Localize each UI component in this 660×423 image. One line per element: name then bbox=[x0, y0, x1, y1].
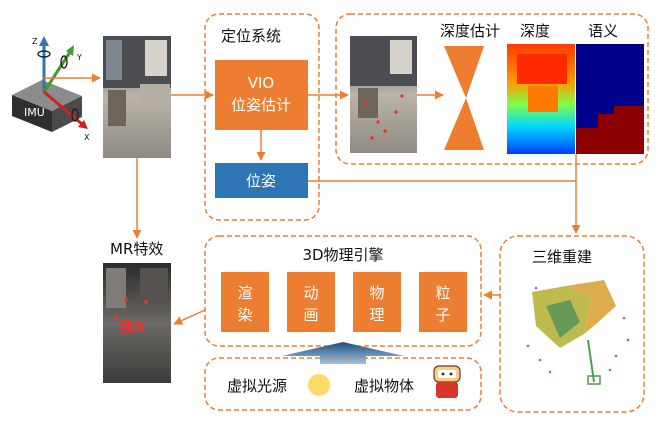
module-render: 渲 染 bbox=[221, 272, 269, 332]
mr-particle bbox=[144, 300, 148, 304]
x-axis-head bbox=[78, 120, 88, 129]
camera-frame bbox=[103, 36, 171, 158]
mr-effect-title: MR特效 bbox=[110, 240, 163, 258]
depth-mid-region bbox=[528, 86, 558, 112]
robot-face bbox=[438, 370, 456, 378]
pose-label: 位姿 bbox=[246, 172, 276, 190]
localization-title: 定位系统 bbox=[221, 27, 281, 45]
module-animation-line2: 画 bbox=[303, 306, 318, 324]
semantic-label: 语义 bbox=[588, 22, 618, 40]
z-axis-label: Z bbox=[32, 37, 38, 46]
module-particles-line1: 粒 bbox=[435, 284, 450, 302]
point bbox=[626, 338, 630, 342]
depth-map bbox=[507, 44, 575, 154]
y-axis bbox=[42, 51, 72, 93]
feature-point bbox=[370, 136, 374, 140]
arrow-engine-to-mr bbox=[173, 309, 206, 325]
tracked-cabinet bbox=[390, 40, 412, 74]
feature-point bbox=[376, 120, 380, 124]
room-cabinet bbox=[145, 40, 167, 76]
module-render-box bbox=[221, 272, 269, 332]
point-cloud bbox=[526, 280, 630, 385]
module-particles-box bbox=[419, 272, 467, 332]
decoder-shape bbox=[444, 98, 484, 150]
point bbox=[548, 370, 552, 374]
module-physics-line2: 理 bbox=[369, 306, 384, 324]
imu-front-face bbox=[12, 95, 52, 132]
depth-near-region bbox=[517, 54, 567, 84]
robot-eye bbox=[449, 372, 453, 376]
point bbox=[622, 316, 626, 320]
feature-point bbox=[400, 94, 404, 98]
room-desk bbox=[140, 84, 170, 104]
virtual-light-label: 虚拟光源 bbox=[227, 377, 287, 395]
z-rotation-icon bbox=[37, 50, 51, 58]
sun-icon bbox=[308, 374, 330, 396]
vio-box bbox=[215, 60, 308, 130]
point bbox=[526, 344, 530, 348]
module-physics-box bbox=[353, 272, 401, 332]
room-window bbox=[106, 40, 122, 80]
vio-label-line2: 位姿估计 bbox=[231, 96, 291, 114]
room-counter bbox=[108, 90, 126, 126]
imu-label: IMU bbox=[24, 106, 45, 119]
mr-shelf bbox=[106, 268, 126, 308]
z-axis-head bbox=[39, 36, 49, 46]
mr-overlay-text: 我X bbox=[119, 318, 146, 336]
virtual-input-arrow bbox=[282, 342, 404, 364]
robot-figure-icon bbox=[433, 365, 461, 398]
mr-particle bbox=[114, 316, 118, 320]
imu-graphic: IMU Z Y X bbox=[12, 36, 90, 142]
point bbox=[538, 358, 542, 362]
point bbox=[608, 368, 612, 372]
robot-eye bbox=[441, 372, 445, 376]
point-cloud-mesh bbox=[566, 280, 616, 334]
y-axis-head bbox=[66, 45, 74, 56]
point bbox=[534, 286, 538, 290]
module-particles: 粒 子 bbox=[419, 272, 467, 332]
semantic-map bbox=[576, 44, 644, 154]
imu-side-face bbox=[52, 96, 82, 132]
tracked-frame bbox=[350, 36, 417, 153]
pose-box bbox=[215, 163, 308, 198]
localization-container bbox=[204, 13, 320, 221]
physics-engine-title: 3D物理引擎 bbox=[302, 246, 383, 264]
vio-label-line1: VIO bbox=[248, 74, 275, 92]
camera-pose-marker bbox=[587, 375, 601, 385]
camera-trajectory bbox=[587, 339, 595, 383]
virtual-object-label: 虚拟物体 bbox=[354, 377, 414, 395]
module-animation-box bbox=[287, 272, 335, 332]
mr-effect-frame: 我X bbox=[103, 263, 171, 383]
feature-point bbox=[394, 110, 398, 114]
point-cloud-mesh bbox=[546, 300, 580, 338]
feature-point bbox=[383, 129, 387, 133]
mr-window bbox=[140, 268, 168, 302]
semantic-floor-region bbox=[576, 106, 644, 154]
y-rotation-icon bbox=[60, 55, 68, 69]
x-axis bbox=[43, 90, 83, 126]
y-axis-label: Y bbox=[76, 53, 82, 62]
depth-semantic-container bbox=[335, 13, 649, 165]
depth-estimation-label: 深度估计 bbox=[440, 22, 500, 40]
module-render-line1: 渲 bbox=[237, 284, 252, 302]
depth-label: 深度 bbox=[520, 22, 550, 40]
module-animation: 动 画 bbox=[287, 272, 335, 332]
robot-body bbox=[436, 382, 458, 398]
virtual-input-container bbox=[204, 357, 482, 411]
module-animation-line1: 动 bbox=[303, 284, 318, 302]
module-physics-line1: 物 bbox=[369, 284, 384, 302]
x-axis-label: X bbox=[84, 133, 90, 142]
x-rotation-icon bbox=[71, 108, 79, 122]
point bbox=[614, 354, 618, 358]
mr-particle bbox=[124, 298, 128, 302]
reconstruction-title: 三维重建 bbox=[532, 248, 592, 266]
encoder-shape bbox=[444, 46, 484, 98]
module-render-line2: 染 bbox=[237, 306, 252, 324]
tracked-counter bbox=[358, 88, 378, 118]
module-physics: 物 理 bbox=[353, 272, 401, 332]
module-particles-line2: 子 bbox=[435, 306, 450, 324]
feature-point bbox=[364, 102, 368, 106]
